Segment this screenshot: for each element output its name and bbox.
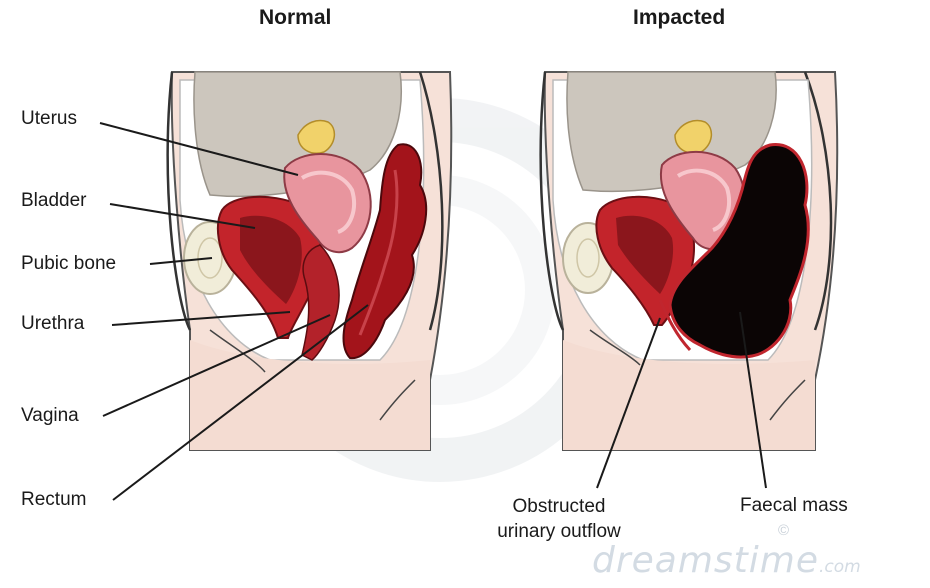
urethra-label: Urethra: [21, 313, 84, 335]
normal-title: Normal: [259, 6, 331, 30]
uterus-label: Uterus: [21, 108, 77, 130]
watermark-brand: dreamstime: [592, 540, 819, 581]
bladder-label: Bladder: [21, 190, 87, 212]
faecal-mass-label: Faecal mass: [740, 495, 848, 517]
obstructed-line1: Obstructed: [474, 494, 644, 519]
impacted-title: Impacted: [633, 6, 725, 30]
normal-panel: [168, 72, 452, 450]
watermark-suffix: .com: [819, 557, 861, 577]
watermark: dreamstime.com: [592, 540, 861, 581]
obstructed-urinary-outflow-label: Obstructed urinary outflow: [474, 494, 644, 544]
watermark-symbol: ©: [778, 522, 789, 539]
impacted-panel: [541, 72, 838, 450]
vagina-label: Vagina: [21, 405, 79, 427]
pubic-bone-label: Pubic bone: [21, 253, 116, 275]
rectum-label: Rectum: [21, 489, 86, 511]
